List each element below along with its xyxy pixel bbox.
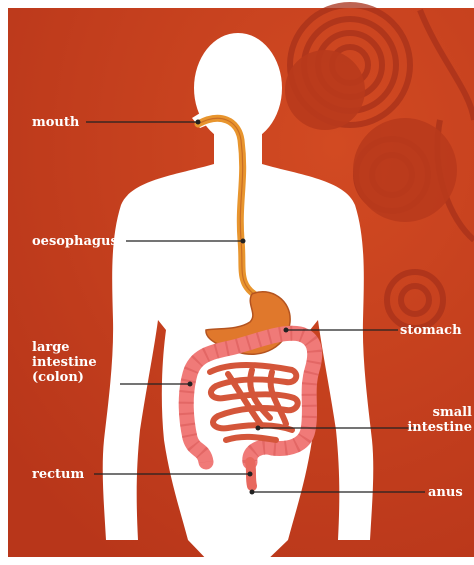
label-small-intestine-line-2: intestine: [407, 420, 472, 435]
label-anus: anus: [428, 485, 463, 500]
label-mouth: mouth: [32, 115, 79, 130]
label-stomach: stomach: [400, 323, 462, 338]
label-small-intestine-line-1: small: [407, 405, 472, 420]
label-rectum: rectum: [32, 467, 84, 482]
label-small-intestine: small intestine: [407, 405, 472, 435]
label-oesophagus: oesophagus: [32, 234, 118, 249]
label-large-intestine-line-1: large: [32, 340, 97, 355]
label-large-intestine-line-3: (colon): [32, 370, 97, 385]
label-large-intestine-line-2: intestine: [32, 355, 97, 370]
label-large-intestine: large intestine (colon): [32, 340, 97, 385]
